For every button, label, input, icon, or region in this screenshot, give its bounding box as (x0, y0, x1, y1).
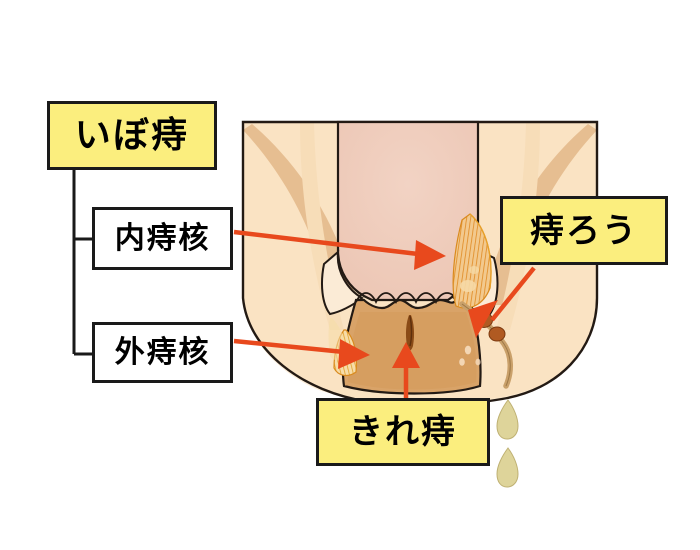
pus-drop-upper (496, 399, 519, 440)
pus-drop-lower (496, 447, 519, 488)
label-jirou-text: 痔ろう (529, 210, 639, 251)
label-jirou[interactable]: 痔ろう (500, 196, 668, 265)
label-ibo-ji-text: いぼ痔 (74, 114, 190, 156)
label-kire-ji-text: きれ痔 (348, 412, 458, 452)
arrow-anal-fissure (392, 342, 420, 398)
label-naishikaku[interactable]: 内痔核 (92, 207, 233, 270)
arrow-internal-hemorrhoid (233, 229, 446, 270)
grouping-bracket (72, 170, 92, 356)
arrow-anal-fistula (468, 266, 536, 338)
abscess-nodule-lower (488, 326, 506, 342)
arrow-external-hemorrhoid (233, 338, 370, 369)
label-gaishikaku-text: 外痔核 (114, 334, 211, 370)
label-naishikaku-text: 内痔核 (114, 220, 211, 256)
internal-hemorrhoid-shape (452, 213, 492, 309)
label-ibo-ji[interactable]: いぼ痔 (47, 101, 217, 170)
label-gaishikaku[interactable]: 外痔核 (92, 322, 233, 383)
anal-fissure-shape (405, 315, 415, 351)
label-kire-ji[interactable]: きれ痔 (316, 398, 490, 466)
